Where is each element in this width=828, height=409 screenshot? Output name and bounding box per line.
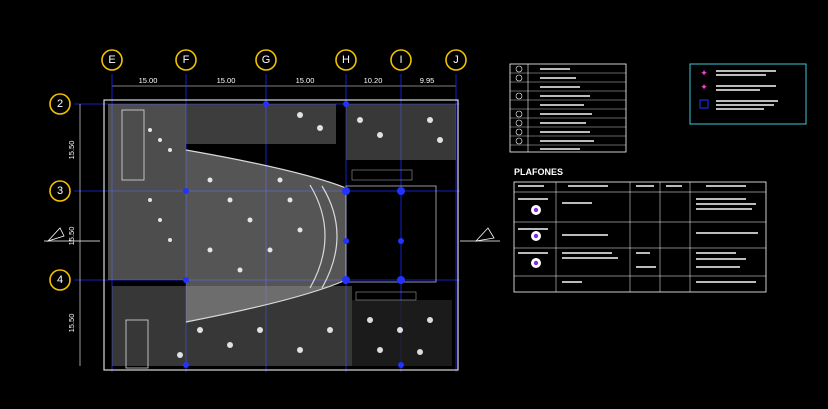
ceiling-table-title: PLAFONES xyxy=(514,167,563,177)
axis-E-label: E xyxy=(108,54,115,66)
dim-top-3: 15.00 xyxy=(296,76,315,85)
dim-top-2: 15.00 xyxy=(217,76,236,85)
axis-F-label: F xyxy=(183,54,190,66)
left-axis-markers: 2 3 4 xyxy=(49,93,71,291)
dim-top-4: 10.20 xyxy=(364,76,383,85)
svg-text:✦: ✦ xyxy=(700,68,708,78)
axis-G-label: G xyxy=(262,54,271,66)
dim-left-3: 15.50 xyxy=(67,314,76,333)
svg-text:✦: ✦ xyxy=(700,82,708,92)
dim-left-2: 15.50 xyxy=(67,227,76,246)
axis-2-label: 2 xyxy=(57,98,63,110)
axis-4-label: 4 xyxy=(57,274,63,286)
top-dimension-labels: 15.00 15.00 15.00 10.20 9.95 xyxy=(139,76,435,85)
axis-I-label: I xyxy=(399,54,402,66)
axis-J-label: J xyxy=(453,54,459,66)
top-axis-markers: E F G H I J xyxy=(101,49,467,71)
dim-left-1: 15.50 xyxy=(67,141,76,160)
axis-3-label: 3 xyxy=(57,185,63,197)
axis-H-label: H xyxy=(342,54,350,66)
ceiling-table xyxy=(513,181,767,293)
symbol-legend-table xyxy=(509,63,627,153)
lighting-legend-box: ✦ ✦ xyxy=(689,63,807,125)
dim-top-1: 15.00 xyxy=(139,76,158,85)
dim-top-5: 9.95 xyxy=(420,76,435,85)
